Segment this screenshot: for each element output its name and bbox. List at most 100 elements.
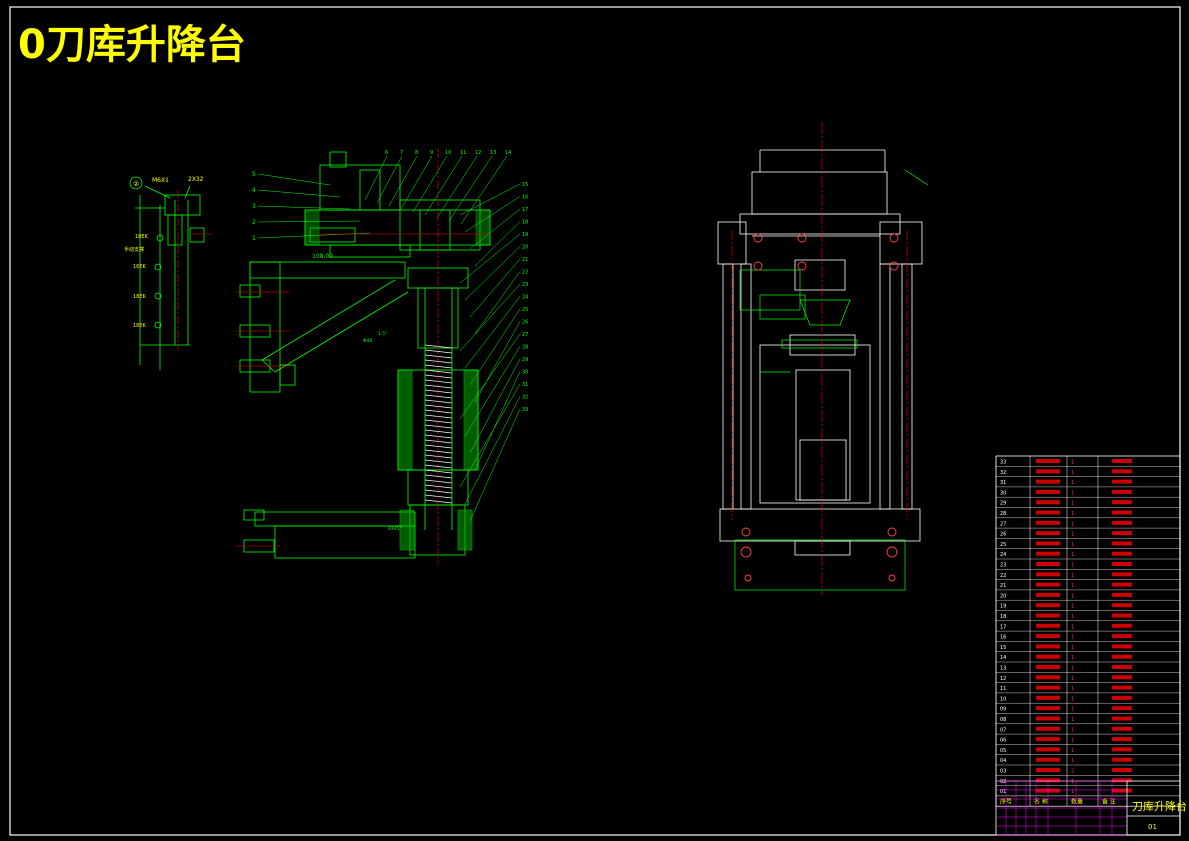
bom-note-glyphs	[1112, 572, 1132, 577]
spring-coil	[424, 419, 453, 424]
spring-coil	[424, 449, 453, 454]
part-balloon: 33	[522, 407, 528, 413]
leader-line	[388, 155, 418, 207]
bom-note-glyphs	[1112, 531, 1132, 536]
bom-cell: 1	[1071, 480, 1074, 486]
bom-name-glyphs	[1036, 726, 1060, 731]
side-label: 18EK	[135, 234, 149, 240]
bom-name-glyphs	[1036, 520, 1060, 525]
bom-name-glyphs	[1036, 479, 1060, 484]
bom-cell: 1	[1071, 738, 1074, 744]
leader-line	[474, 371, 521, 471]
spring-coil	[424, 479, 453, 484]
part-balloon: 22	[522, 270, 528, 276]
part-balloon: 24	[522, 295, 528, 301]
bom-cell: 18	[1000, 614, 1006, 620]
leader-line	[469, 258, 521, 318]
spring-coil	[424, 384, 453, 389]
part-balloon: 25	[522, 307, 528, 313]
spring-coil	[424, 409, 453, 414]
bom-cell: 05	[1000, 748, 1006, 754]
leader-line	[464, 196, 521, 233]
bom-note-glyphs	[1112, 757, 1132, 762]
bom-name-glyphs	[1036, 623, 1060, 628]
bom-cell: 06	[1000, 738, 1006, 744]
bom-cell: 13	[1000, 666, 1006, 672]
bom-note-glyphs	[1112, 489, 1132, 494]
part-balloon: 30	[522, 370, 528, 376]
bom-note-glyphs	[1112, 675, 1132, 680]
bom-name-glyphs	[1036, 603, 1060, 608]
dim-label: 4X45°	[388, 526, 402, 532]
bom-note-glyphs	[1112, 788, 1132, 793]
spring-coil	[424, 484, 453, 489]
bom-note-glyphs	[1112, 479, 1132, 484]
leader-line	[257, 173, 331, 186]
bom-note-glyphs	[1112, 603, 1132, 608]
spring-coil	[424, 349, 453, 354]
bom-name-glyphs	[1036, 489, 1060, 494]
bom-name-glyphs	[1036, 562, 1060, 566]
spring-coil	[424, 494, 453, 499]
bom-name-glyphs	[1036, 551, 1060, 556]
bom-name-glyphs	[1036, 592, 1060, 597]
bom-note-glyphs	[1112, 510, 1132, 515]
part-balloon: 32	[522, 395, 528, 401]
bom-name-glyphs	[1036, 500, 1060, 505]
part-balloon: 29	[522, 357, 528, 363]
bom-note-glyphs	[1112, 737, 1132, 742]
spring-coil	[424, 404, 453, 409]
sheet-border	[9, 6, 1181, 836]
bom-cell: 1	[1071, 758, 1074, 764]
leader-line	[459, 183, 521, 216]
bom-cell: 08	[1000, 717, 1006, 723]
bom-cell: 1	[1071, 696, 1074, 702]
title-block-code: 01	[1148, 823, 1157, 831]
bom-name-glyphs	[1036, 459, 1060, 463]
drawing-title: 0刀库升降台	[18, 22, 246, 68]
spring-coil	[424, 399, 453, 404]
bom-note-glyphs	[1112, 551, 1132, 556]
title-block-name: 刀库升降台	[1132, 799, 1187, 813]
bom-cell: 1	[1071, 676, 1074, 682]
bom-cell: 1	[1071, 624, 1074, 630]
section-dims: 108.00 Φ48 4X45° 1.5°	[312, 253, 402, 532]
bom-cell: 11	[1000, 686, 1006, 692]
bom-cell: 31	[1000, 480, 1006, 486]
bom-cell: 2	[1071, 769, 1074, 775]
bom-note-glyphs	[1112, 644, 1132, 649]
part-balloon: 23	[522, 282, 528, 288]
bom-cell: 10	[1000, 696, 1006, 702]
dim-label: 108.00	[312, 253, 333, 260]
title-block: 刀库升降台 01	[995, 780, 1187, 836]
bom-name-glyphs	[1036, 737, 1060, 742]
part-balloon: 15	[522, 182, 528, 188]
part-balloon: 20	[522, 245, 528, 251]
bom-cell: 1	[1071, 727, 1074, 733]
bom-name-glyphs	[1036, 469, 1060, 474]
spring-coils	[424, 344, 453, 504]
bom-cell: 1	[1071, 593, 1074, 599]
part-balloon: 26	[522, 320, 528, 326]
leader-line	[460, 155, 508, 225]
bom-name-glyphs	[1036, 757, 1060, 762]
callout-balloon: ②	[133, 180, 139, 188]
bom-cell: 16	[1000, 635, 1006, 641]
bom-cell: 01	[1000, 789, 1006, 795]
part-balloon: 3	[252, 203, 256, 210]
part-balloon: 2	[252, 219, 256, 226]
bom-cell: 15	[1000, 645, 1006, 651]
bom-cell: 17	[1000, 624, 1006, 630]
part-balloon: 11	[460, 150, 466, 156]
bom-cell: 04	[1000, 758, 1006, 764]
spring-coil	[424, 489, 453, 494]
bom-name-glyphs	[1036, 613, 1060, 618]
spring-coil	[424, 434, 453, 439]
bom-name-glyphs	[1036, 675, 1060, 680]
spring-coil	[424, 344, 453, 349]
bom-name-glyphs	[1036, 747, 1060, 752]
spring-coil	[424, 429, 453, 434]
spring-coil	[424, 379, 453, 384]
leader-line	[459, 333, 521, 420]
